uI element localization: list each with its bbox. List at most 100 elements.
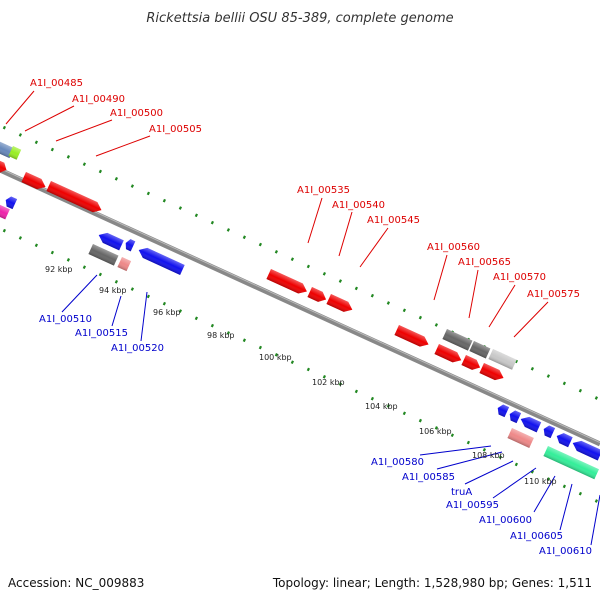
gene-label[interactable]: A1I_00610 — [539, 546, 592, 557]
callout-line — [492, 467, 537, 499]
guide-dot — [338, 382, 343, 386]
gene-feature[interactable] — [518, 414, 542, 433]
gene-feature[interactable] — [488, 349, 517, 370]
position-tick: 100 kbp — [259, 353, 292, 362]
gene-track — [0, 139, 600, 480]
guide-dot — [178, 309, 183, 313]
gene-label[interactable]: A1I_00565 — [458, 257, 511, 268]
gene-feature[interactable] — [21, 172, 47, 192]
gene-feature[interactable] — [123, 238, 136, 252]
callout-line — [468, 269, 479, 319]
guide-dot — [546, 374, 551, 378]
gene-feature[interactable] — [570, 438, 600, 461]
gene-label[interactable]: A1I_00485 — [30, 78, 83, 89]
guide-dot — [194, 316, 199, 321]
callout-line — [488, 284, 516, 328]
gene-label[interactable]: A1I_00560 — [427, 242, 480, 253]
guide-dot — [578, 491, 583, 496]
guide-dot — [98, 272, 103, 277]
gene-feature[interactable] — [307, 287, 328, 304]
position-tick: 96 kbp — [153, 308, 181, 317]
guide-dot — [178, 206, 183, 210]
guide-dot — [370, 293, 375, 298]
gene-feature[interactable] — [434, 344, 463, 365]
callout-line — [95, 135, 151, 157]
gene-feature[interactable] — [117, 257, 132, 272]
gene-feature[interactable] — [3, 195, 18, 210]
guide-dot — [210, 220, 215, 225]
gene-feature[interactable] — [442, 329, 473, 351]
guide-dot — [562, 381, 567, 386]
gene-label[interactable]: A1I_00490 — [72, 94, 125, 105]
guide-dot — [194, 213, 199, 218]
gene-feature[interactable] — [46, 181, 103, 215]
gene-label[interactable]: A1I_00520 — [111, 343, 164, 354]
guide-dot — [130, 184, 135, 188]
guide-dot — [258, 345, 263, 350]
guide-dot — [290, 257, 295, 261]
gene-feature[interactable] — [543, 446, 599, 480]
gene-label[interactable]: A1I_00515 — [75, 328, 128, 339]
gene-feature[interactable] — [326, 294, 354, 315]
gene-feature[interactable] — [495, 403, 510, 418]
gene-label[interactable]: A1I_00505 — [149, 124, 202, 135]
gene-feature[interactable] — [96, 230, 124, 251]
guide-dot — [226, 228, 231, 232]
gene-label[interactable]: truA — [451, 487, 472, 498]
gene-label[interactable]: A1I_00510 — [39, 314, 92, 325]
genome-backbone — [0, 167, 600, 447]
callout-line — [140, 291, 148, 342]
guide-dot — [418, 315, 423, 320]
gene-feature[interactable] — [554, 431, 573, 448]
gene-label[interactable]: A1I_00575 — [527, 289, 580, 300]
gene-feature[interactable] — [88, 244, 119, 266]
guide-dot — [370, 396, 375, 401]
callout-line — [359, 227, 389, 268]
gene-label[interactable]: A1I_00535 — [297, 185, 350, 196]
gene-feature[interactable] — [479, 363, 505, 383]
callout-line — [513, 301, 549, 338]
position-tick: 106 kbp — [419, 427, 452, 436]
callout-line — [590, 494, 600, 546]
guide-dot — [354, 389, 359, 394]
gene-label[interactable]: A1I_00580 — [371, 457, 424, 468]
callout-line — [55, 119, 113, 142]
guide-dot — [66, 258, 71, 262]
gene-feature[interactable] — [0, 204, 10, 220]
gene-label[interactable]: A1I_00600 — [479, 515, 532, 526]
guide-dot — [146, 191, 151, 196]
gene-feature[interactable] — [469, 341, 491, 359]
callout-line — [436, 451, 503, 470]
gene-feature[interactable] — [0, 159, 9, 175]
gene-label[interactable]: A1I_00585 — [402, 472, 455, 483]
position-tick: 108 kbp — [472, 451, 505, 460]
position-tick: 102 kbp — [312, 378, 345, 387]
gene-feature[interactable] — [136, 245, 185, 275]
guide-dot — [18, 236, 23, 240]
guide-dot — [306, 367, 311, 372]
guide-dot — [514, 359, 519, 364]
gene-label[interactable]: A1I_00570 — [493, 272, 546, 283]
gene-label[interactable]: A1I_00595 — [446, 500, 499, 511]
guide-dot — [50, 250, 55, 255]
gene-feature[interactable] — [8, 146, 22, 160]
callout-line — [419, 445, 492, 456]
guide-dot — [210, 323, 215, 328]
gene-feature[interactable] — [394, 325, 430, 350]
gene-label[interactable]: A1I_00500 — [110, 108, 163, 119]
gene-label[interactable]: A1I_00545 — [367, 215, 420, 226]
accession-text: Accession: NC_009883 — [8, 576, 144, 590]
gene-feature[interactable] — [266, 269, 309, 296]
gene-feature[interactable] — [461, 355, 482, 372]
gene-feature[interactable] — [541, 424, 556, 439]
gene-label[interactable]: A1I_00540 — [332, 200, 385, 211]
gene-feature[interactable] — [0, 139, 15, 159]
gene-feature[interactable] — [507, 409, 522, 424]
gene-label[interactable]: A1I_00605 — [510, 531, 563, 542]
gene-feature[interactable] — [507, 428, 534, 448]
guide-dot — [402, 411, 407, 416]
guide-dot — [306, 264, 311, 269]
guide-dot — [34, 243, 39, 248]
guide-dot — [338, 279, 343, 283]
